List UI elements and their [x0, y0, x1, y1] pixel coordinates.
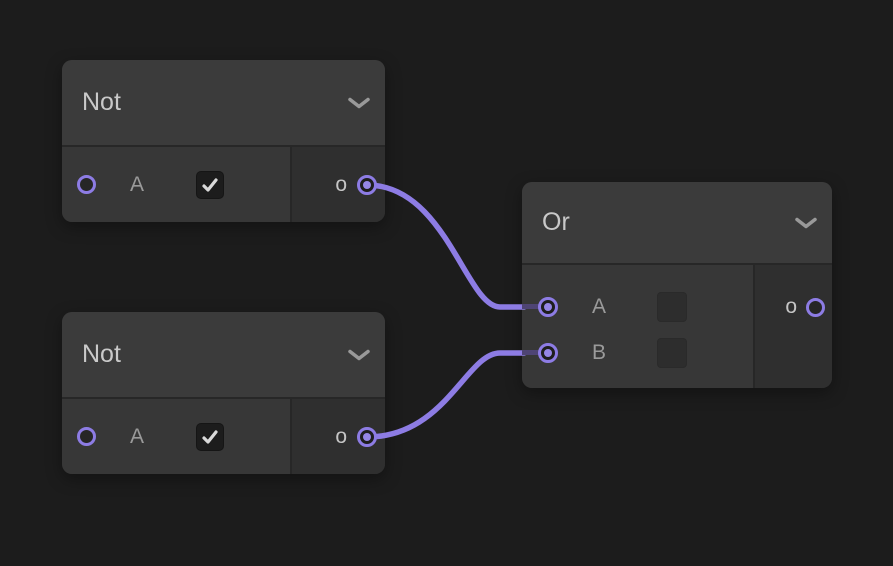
node-input-section: A B — [522, 265, 755, 388]
wire-stub — [522, 304, 550, 309]
port-connected-dot — [544, 303, 552, 311]
checkmark-icon — [202, 429, 218, 444]
node-input-section: A — [62, 399, 292, 474]
node-title: Not — [82, 340, 121, 368]
input-row-b: B — [538, 338, 753, 368]
checkbox-checked[interactable] — [196, 170, 224, 199]
port-connected-dot — [544, 349, 552, 357]
node-body: A B o — [522, 265, 832, 388]
input-port-a[interactable] — [77, 427, 96, 446]
node-body: A o — [62, 399, 385, 474]
input-label: A — [591, 295, 606, 318]
chevron-down-icon — [795, 217, 817, 228]
checkbox-checked[interactable] — [196, 422, 224, 451]
output-port-o[interactable] — [806, 297, 825, 317]
port-connected-dot — [363, 180, 371, 189]
node-output-section: o — [755, 265, 832, 388]
port-connected-dot — [363, 432, 371, 441]
node-input-section: A — [62, 147, 292, 222]
node-output-section: o — [292, 147, 385, 222]
node-not-1[interactable]: Not A o — [62, 60, 385, 222]
input-port-b[interactable] — [538, 343, 558, 363]
connection-wire-not1-or-a[interactable] — [364, 182, 527, 310]
output-label: o — [335, 424, 347, 448]
node-or-1[interactable]: Or A B — [522, 182, 832, 388]
input-label: B — [591, 341, 606, 364]
chevron-down-icon — [348, 97, 370, 108]
node-title: Or — [542, 208, 570, 236]
chevron-down-icon — [348, 349, 370, 360]
node-not-2-header[interactable]: Not — [62, 312, 385, 399]
node-output-section: o — [292, 399, 385, 474]
node-not-2[interactable]: Not A o — [62, 312, 385, 474]
wire-stub — [522, 350, 550, 355]
checkbox-unchecked[interactable] — [657, 292, 687, 322]
output-label: o — [785, 295, 797, 318]
output-port-o[interactable] — [357, 426, 377, 447]
input-label: A — [129, 424, 144, 448]
connection-wire-not2-or-b[interactable] — [364, 350, 527, 440]
node-or-1-header[interactable]: Or — [522, 182, 832, 265]
input-label: A — [129, 172, 144, 196]
node-body: A o — [62, 147, 385, 222]
checkbox-unchecked[interactable] — [657, 338, 687, 368]
input-row-a: A — [538, 292, 753, 322]
node-title: Not — [82, 88, 121, 116]
output-row: o — [785, 292, 825, 322]
input-port-a[interactable] — [538, 297, 558, 317]
output-port-o[interactable] — [357, 174, 377, 195]
checkmark-icon — [202, 177, 218, 192]
output-label: o — [335, 172, 347, 196]
collapse-button[interactable] — [348, 97, 370, 108]
collapse-button[interactable] — [348, 349, 370, 360]
collapse-button[interactable] — [795, 217, 817, 228]
node-not-1-header[interactable]: Not — [62, 60, 385, 147]
input-port-a[interactable] — [77, 175, 96, 194]
